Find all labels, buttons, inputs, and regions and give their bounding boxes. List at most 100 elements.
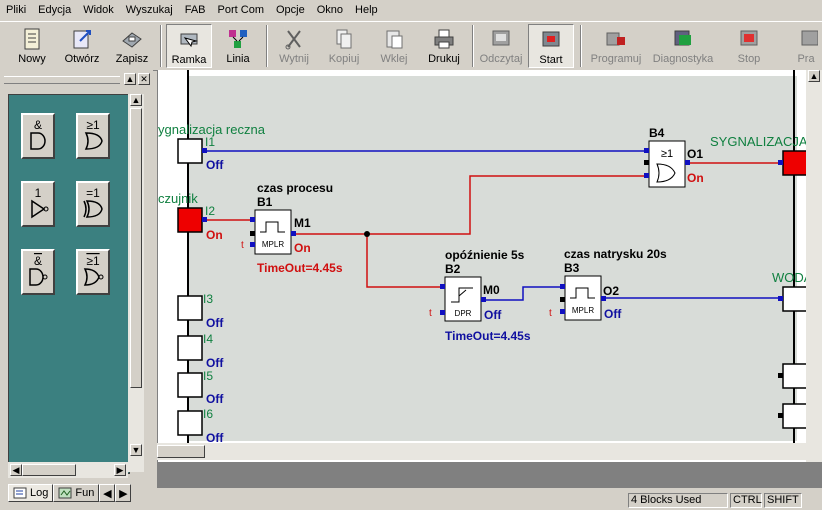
palette-vscroll-thumb[interactable] (130, 108, 142, 388)
tab-scroll-left[interactable]: ◀ (99, 484, 116, 502)
frame-label: Ramka (171, 54, 207, 66)
function-palette-panel: ▲ ✕ & ≥1 1 =1 & ≥1 ▲ ▼ ◀ ▶ Log (0, 70, 153, 510)
diagnostics-button[interactable]: Diagnostyka (650, 24, 716, 68)
block-b4-pin-2 (644, 160, 649, 165)
nand-gate-button[interactable]: & (21, 249, 55, 295)
input-i2-pin (202, 217, 207, 222)
paste-button[interactable]: Wklej (374, 24, 414, 68)
block-b3[interactable]: czas natrysku 20s B3 MPLR t O2 Off (549, 247, 667, 321)
xor-gate-button[interactable]: =1 (76, 181, 110, 227)
input-i6-state: Off (206, 431, 224, 443)
menu-opcje[interactable]: Opcje (276, 4, 305, 16)
canvas-horizontal-scrollbar[interactable] (157, 443, 806, 460)
program-device-icon (606, 32, 625, 46)
input-i1-pin (202, 148, 207, 153)
output-o2-box[interactable] (782, 286, 807, 312)
palette-horizontal-scrollbar[interactable]: ◀ ▶ (8, 462, 128, 478)
paste-label: Wklej (380, 53, 408, 65)
menu-widok[interactable]: Widok (83, 4, 114, 16)
new-document-icon (24, 28, 40, 50)
panel-up-button[interactable]: ▲ (124, 73, 136, 85)
output-o1-box[interactable] (782, 150, 807, 176)
nor-gate-button[interactable]: ≥1 (76, 249, 110, 295)
save-button[interactable]: Zapisz (112, 24, 152, 68)
print-button[interactable]: Drukuj (422, 24, 466, 68)
input-i3-state: Off (206, 316, 224, 330)
and-gate-button[interactable]: & (21, 113, 55, 159)
palette-vertical-scrollbar[interactable]: ▲ ▼ (128, 94, 144, 472)
read-button[interactable]: Odczytaj (478, 24, 524, 68)
input-i1-box[interactable] (177, 138, 203, 164)
diagram-canvas[interactable]: ygnalizacja reczna I1 Off czujnik I2 On … (157, 70, 822, 462)
program-button[interactable]: Programuj (588, 24, 644, 68)
input-i6-id: I6 (203, 407, 213, 421)
block-b2[interactable]: opóźnienie 5s B2 DPR t M0 Off TimeOut=4.… (429, 248, 531, 343)
block-b2-state: Off (484, 308, 502, 322)
palette-hscroll-thumb[interactable] (22, 464, 76, 476)
output-o2-name: WODA (772, 270, 807, 285)
block-b2-output: M0 (483, 283, 500, 297)
scroll-up-arrow-icon[interactable]: ▲ (130, 94, 142, 106)
scroll-down-arrow-icon[interactable]: ▼ (130, 444, 142, 456)
panel-close-button[interactable]: ✕ (138, 73, 150, 85)
workspace-background (157, 462, 822, 488)
pra-button[interactable]: Pra (790, 24, 822, 68)
stop-label: Stop (737, 53, 761, 65)
scroll-right-arrow-icon[interactable]: ▶ (114, 464, 126, 476)
input-i6-box[interactable] (177, 410, 203, 436)
menu-help[interactable]: Help (355, 4, 378, 16)
copy-label: Kopiuj (328, 53, 360, 65)
cut-label: Wytnij (279, 53, 309, 65)
copy-icon (336, 29, 352, 49)
menu-okno[interactable]: Okno (316, 4, 344, 16)
tab-scroll-right[interactable]: ▶ (115, 484, 132, 502)
input-i4-box[interactable] (177, 335, 203, 361)
menu-port-com[interactable]: Port Com (217, 4, 264, 16)
canvas-hscroll-thumb[interactable] (157, 445, 205, 458)
frame-button[interactable]: Ramka (166, 24, 212, 68)
block-b1[interactable]: czas procesu B1 MPLR t M1 On TimeOut=4.4… (241, 181, 343, 275)
stop-button[interactable]: Stop (728, 24, 770, 68)
copy-button[interactable]: Kopiuj (324, 24, 364, 68)
line-button[interactable]: Linia (218, 24, 258, 68)
canvas-vertical-scrollbar[interactable]: ▲ (806, 70, 822, 462)
toolbar-separator (580, 25, 582, 67)
input-i3-box[interactable] (177, 295, 203, 321)
diagnostics-label: Diagnostyka (652, 53, 714, 65)
or-gate-button[interactable]: ≥1 (76, 113, 110, 159)
open-button[interactable]: Otwórz (62, 24, 102, 68)
panel-title-bar[interactable]: ▲ ✕ (2, 72, 151, 86)
block-b4[interactable]: B4 ≥1 O1 On (644, 126, 704, 188)
output-o3-box[interactable] (782, 363, 807, 389)
not-gate-button[interactable]: 1 (21, 181, 55, 227)
output-o4-box[interactable] (782, 403, 807, 429)
output-o1-pin (778, 160, 783, 165)
block-b4-box[interactable] (648, 140, 686, 188)
menu-pliki[interactable]: Pliki (6, 4, 27, 16)
menu-fab[interactable]: FAB (184, 4, 206, 16)
menu-wyszukaj[interactable]: Wyszukaj (125, 4, 173, 16)
block-b2-box[interactable] (444, 276, 482, 322)
input-i1-state: Off (206, 158, 224, 172)
canvas-scroll-up-arrow-icon[interactable]: ▲ (808, 70, 820, 82)
tab-fun[interactable]: Fun (53, 484, 100, 502)
new-button[interactable]: Nowy (12, 24, 52, 68)
start-button[interactable]: Start (528, 24, 574, 68)
tab-log[interactable]: Log (8, 484, 54, 502)
delay-step-icon (451, 287, 473, 303)
input-i1-name: ygnalizacja reczna (158, 122, 266, 137)
cut-button[interactable]: Wytnij (274, 24, 314, 68)
wire-b2-b3 (482, 286, 563, 301)
input-i5-box[interactable] (177, 372, 203, 398)
block-b1-pin-out (291, 231, 296, 236)
drawing-area (187, 76, 797, 441)
pulse-icon (260, 221, 285, 233)
scroll-left-arrow-icon[interactable]: ◀ (10, 464, 22, 476)
diagnostics-icon (674, 30, 691, 46)
input-i2-name: czujnik (158, 191, 198, 206)
svg-text:≥1: ≥1 (86, 118, 100, 132)
input-i2-box[interactable] (177, 207, 203, 233)
wires (202, 150, 781, 301)
menu-edycja[interactable]: Edycja (38, 4, 72, 16)
svg-text:&: & (34, 118, 42, 132)
